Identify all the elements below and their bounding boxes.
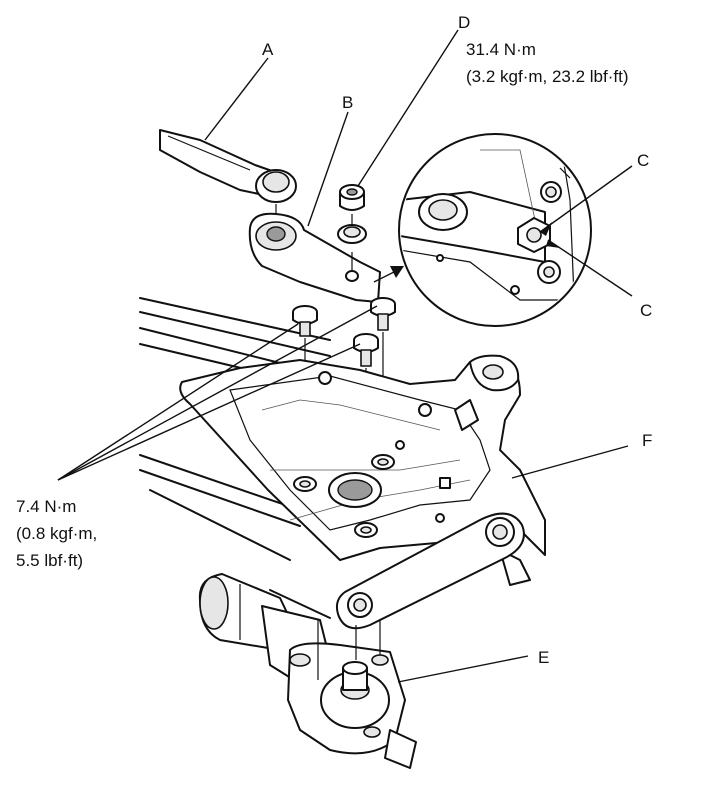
frame-rails (139, 297, 331, 619)
leader-c-lower (547, 239, 633, 297)
callout-c-upper: C (637, 151, 649, 170)
callout-e: E (538, 648, 549, 667)
pivot-arm-b (248, 212, 381, 303)
leader-bolt-right (57, 343, 361, 481)
torque-d-line1: 31.4 N·m (466, 40, 536, 59)
bolt-left (292, 305, 318, 337)
wiper-motor-e (198, 573, 417, 769)
torque-bolts-line3: 5.5 lbf·ft) (16, 551, 83, 570)
detail-inset (398, 133, 592, 327)
connecting-link (335, 512, 525, 630)
linkage-arm-a (159, 129, 297, 222)
leader-lines (57, 29, 633, 683)
callout-f: F (642, 431, 652, 450)
arrow-c-lower (546, 240, 560, 248)
callout-c-lower: C (640, 301, 652, 320)
arrow-inset (390, 266, 404, 278)
bolt-right (353, 333, 379, 367)
nut-d (337, 184, 367, 244)
leader-d (357, 29, 459, 187)
callout-d: D (458, 13, 470, 32)
torque-d-line2: (3.2 kgf·m, 23.2 lbf·ft) (466, 67, 629, 86)
leader-bolt-left (57, 323, 299, 481)
leader-a (204, 57, 269, 141)
callout-labels: A B D C C F E (262, 13, 652, 667)
leader-bolt-center (57, 305, 378, 481)
leader-f (511, 445, 629, 479)
leader-e (397, 655, 529, 683)
torque-spec-nut-d: 31.4 N·m (3.2 kgf·m, 23.2 lbf·ft) (466, 40, 629, 86)
leader-c-upper (539, 165, 633, 233)
leader-b (307, 111, 349, 227)
bolt-center (370, 297, 396, 331)
bracket-f (179, 354, 546, 586)
callout-b: B (342, 93, 353, 112)
arrow-c-upper (540, 222, 552, 236)
torque-bolts-line2: (0.8 kgf·m, (16, 524, 97, 543)
torque-bolts-line1: 7.4 N·m (16, 497, 76, 516)
torque-spec-bolts: 7.4 N·m (0.8 kgf·m, 5.5 lbf·ft) (16, 497, 97, 570)
callout-a: A (262, 40, 274, 59)
